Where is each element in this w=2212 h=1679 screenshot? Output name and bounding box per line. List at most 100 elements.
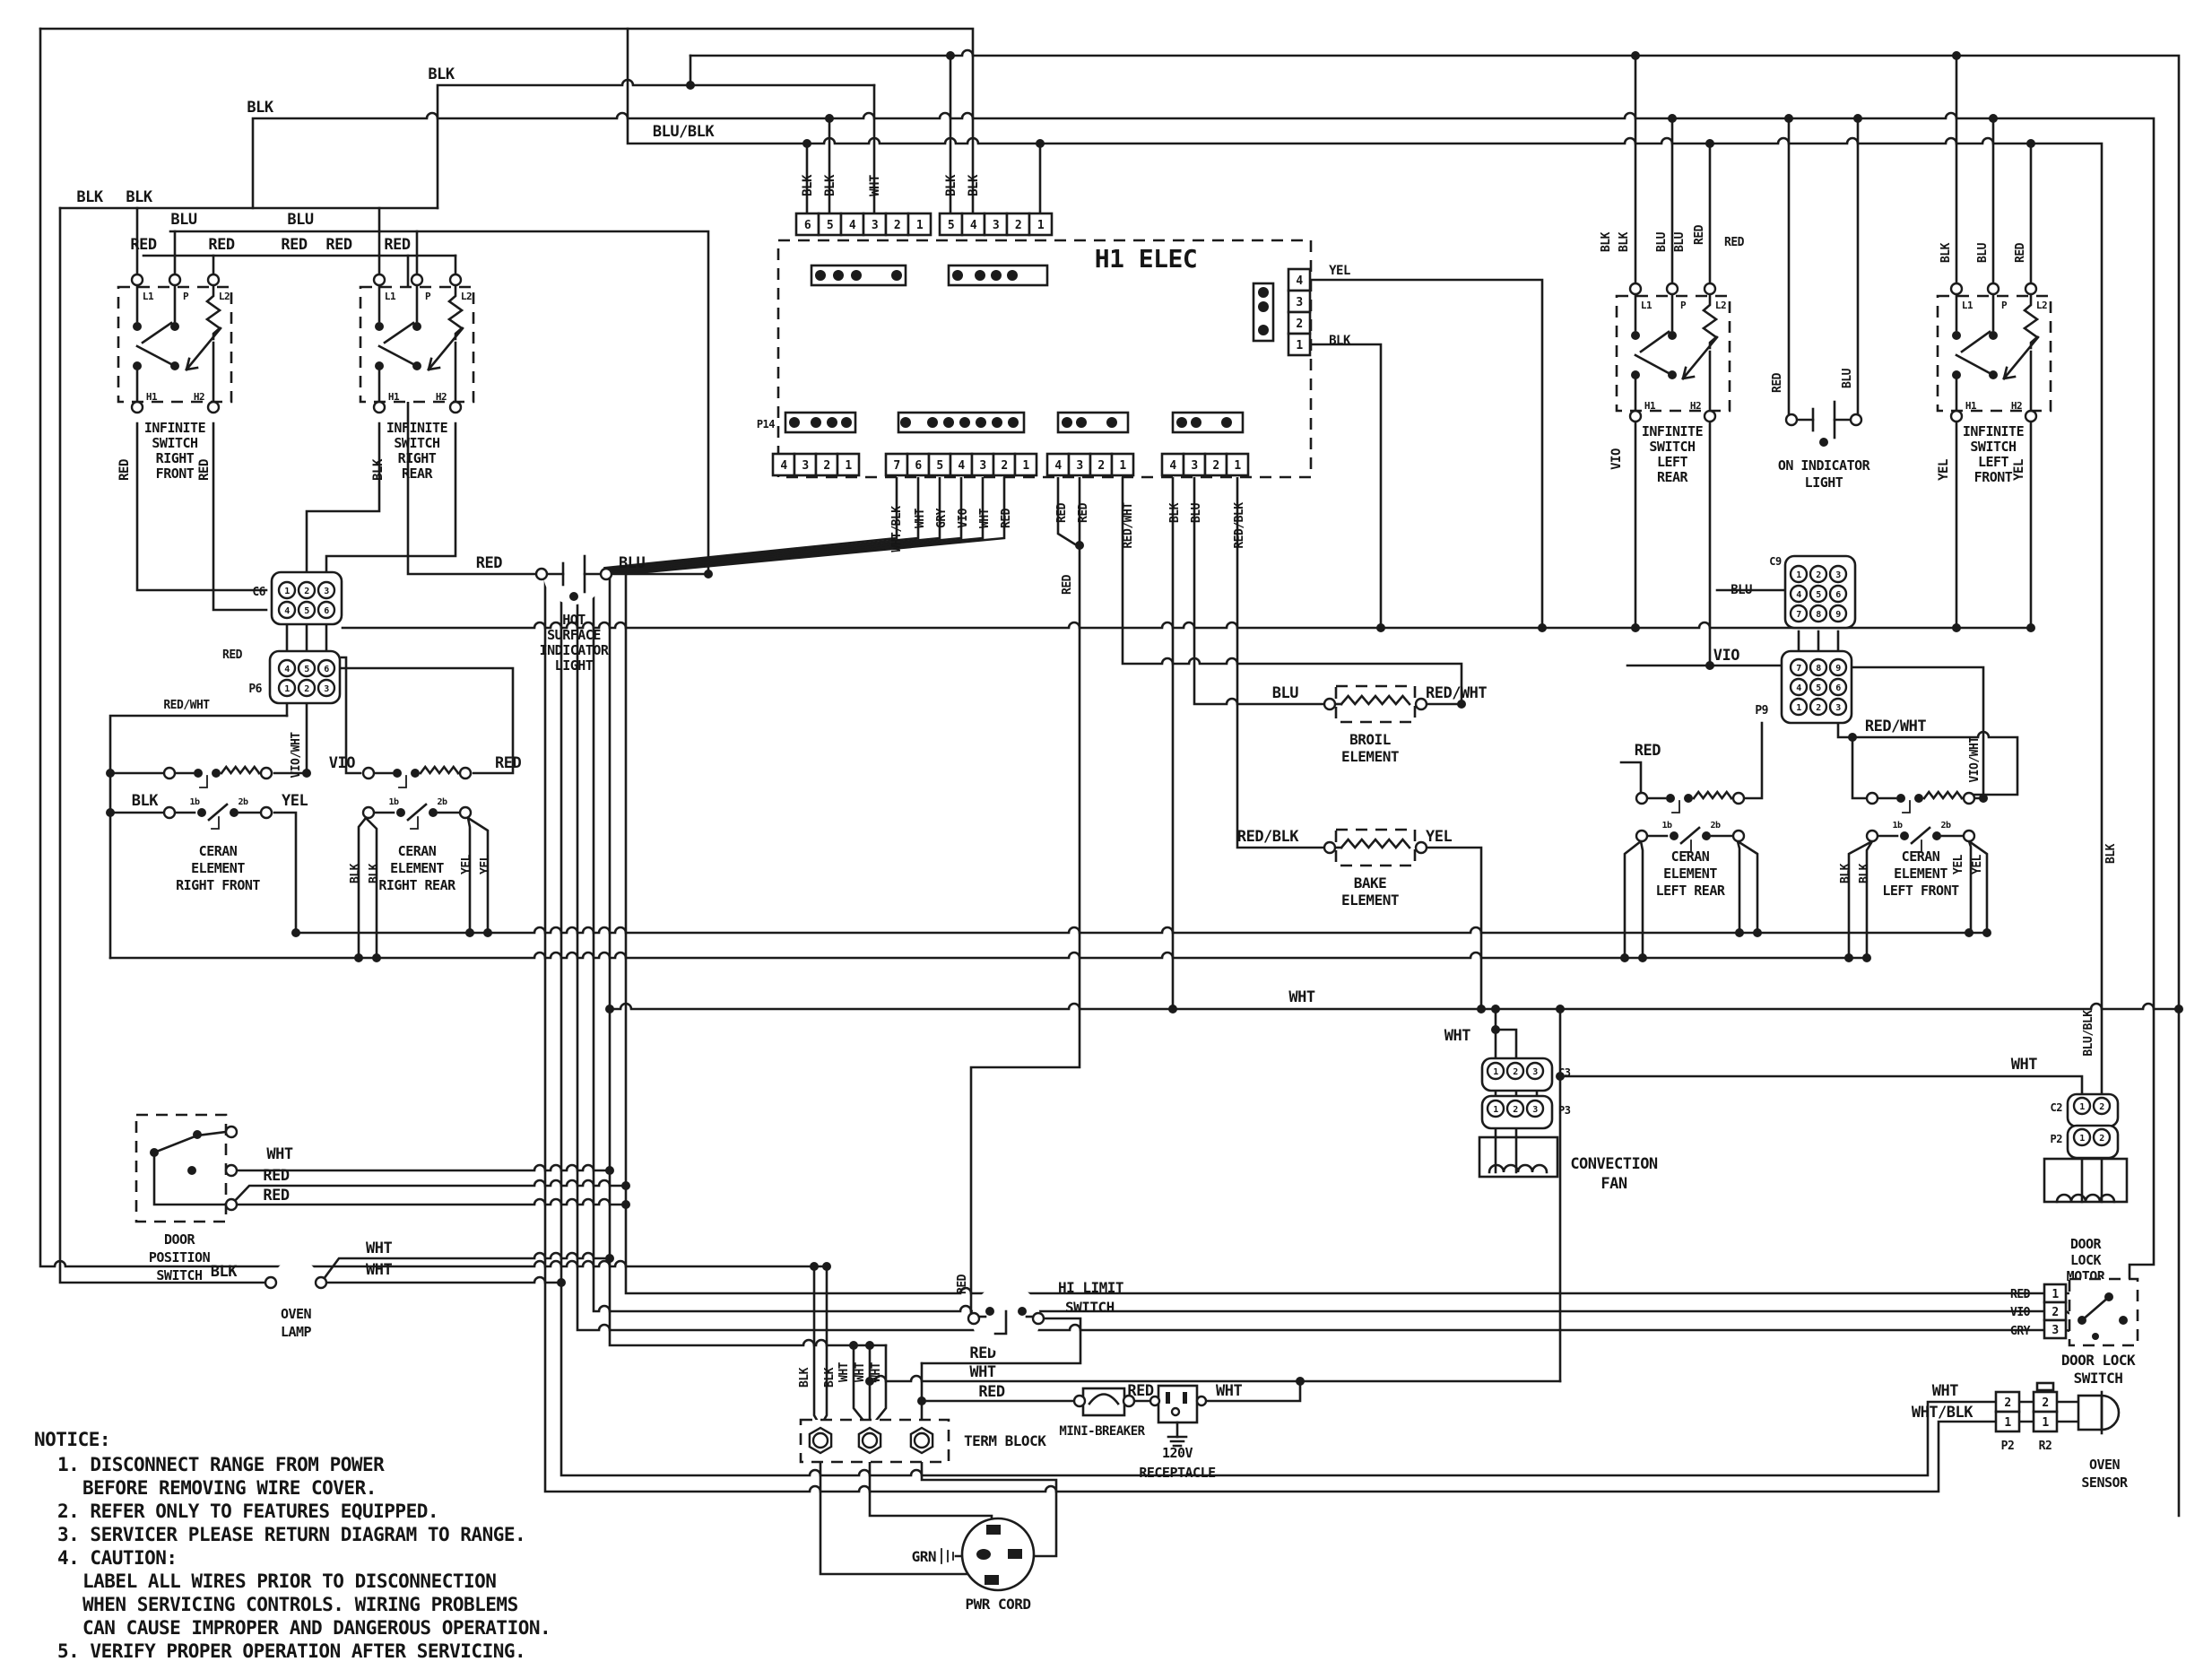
wire-label: RED/BLK bbox=[1233, 502, 1246, 549]
component-title: INFINITE bbox=[144, 420, 206, 436]
component-title: INDICATOR bbox=[540, 642, 610, 658]
component-title: SENSOR bbox=[2081, 1475, 2129, 1491]
junction-dot bbox=[291, 928, 300, 937]
pin-number: 3 bbox=[872, 219, 878, 232]
door-lock-motor bbox=[2043, 1157, 2129, 1204]
component-title: RIGHT bbox=[398, 450, 437, 466]
ceran-element-left-rear bbox=[1635, 789, 1746, 853]
wire-label: TERM BLOCK bbox=[964, 1432, 1046, 1449]
terminal-label: L2 bbox=[461, 291, 472, 302]
component-title: SWITCH bbox=[1970, 439, 2017, 455]
wire-label: C6 bbox=[252, 586, 265, 599]
junction-dot bbox=[1538, 623, 1547, 632]
connector-pin: 8 bbox=[1816, 610, 1821, 620]
wire-label: WHT/BLK bbox=[890, 506, 904, 552]
P8-plug bbox=[1252, 282, 1275, 343]
junction-dot bbox=[1631, 51, 1640, 60]
pin-number: 4 bbox=[780, 459, 787, 473]
wire-label: WHT bbox=[1444, 1027, 1470, 1045]
wire-label: RED bbox=[222, 648, 243, 662]
terminal-label: L2 bbox=[219, 291, 230, 302]
connector-pin: 1 bbox=[2079, 1102, 2085, 1112]
component-title: RIGHT FRONT bbox=[176, 877, 260, 893]
element-terminal-label: 1b bbox=[388, 797, 399, 807]
wire-label: WHT bbox=[978, 508, 992, 528]
P3-plug bbox=[1056, 411, 1130, 434]
junction-dot bbox=[1784, 114, 1793, 123]
pin-number: 3 bbox=[979, 459, 985, 473]
junction-dot bbox=[354, 953, 363, 962]
wire-label: BLK bbox=[1939, 242, 1953, 263]
junction-dot bbox=[810, 1262, 819, 1271]
wire-label: P2 bbox=[2051, 1133, 2063, 1145]
wire-label: RED/WHT bbox=[1865, 718, 1926, 735]
junction-dot bbox=[686, 81, 695, 90]
component-title: LIGHT bbox=[1805, 474, 1843, 491]
junction-dot bbox=[1477, 1005, 1486, 1013]
junction-dot bbox=[822, 1262, 831, 1271]
notice-line: 1. DISCONNECT RANGE FROM POWER bbox=[57, 1454, 385, 1475]
junction-dot bbox=[2174, 1005, 2183, 1013]
terminal-label: H2 bbox=[194, 391, 204, 403]
wire-label: RED bbox=[1061, 574, 1074, 595]
oven-lamp bbox=[264, 1259, 328, 1306]
wire-label: WHT bbox=[1932, 1382, 1958, 1400]
wire-label: BLK bbox=[349, 863, 362, 883]
component-title: SWITCH bbox=[156, 1267, 203, 1283]
pin-number: 1 bbox=[2042, 1416, 2049, 1430]
junction-dot bbox=[1457, 700, 1466, 709]
notice-line: 2. REFER ONLY TO FEATURES EQUIPPED. bbox=[57, 1501, 438, 1522]
wire-label: P6 bbox=[248, 683, 262, 696]
wire-label: BLU bbox=[1272, 684, 1298, 702]
element-terminal-label: 1b bbox=[1661, 821, 1672, 831]
P15-strip bbox=[938, 212, 1054, 237]
pin-number: 2 bbox=[1212, 459, 1219, 473]
wire-label: RED bbox=[495, 754, 521, 772]
pin-number: 3 bbox=[802, 459, 808, 473]
connector-pin: 2 bbox=[1816, 703, 1821, 713]
wire-label: BLU/BLK bbox=[653, 123, 715, 141]
notice-line: 4. CAUTION: bbox=[57, 1547, 178, 1569]
pin-number: 1 bbox=[2052, 1288, 2059, 1301]
component-title: CERAN bbox=[398, 843, 437, 859]
pin-number: 4 bbox=[1054, 459, 1062, 473]
pin-number: 3 bbox=[993, 219, 999, 232]
wire-label: RED bbox=[263, 1167, 289, 1185]
wire-label: BLK bbox=[1168, 502, 1182, 523]
wire-label: RED bbox=[2014, 242, 2027, 263]
wire-label: BLK bbox=[1839, 863, 1852, 883]
oven-sensor-R2-pins bbox=[2032, 1390, 2059, 1433]
P3-strip bbox=[1045, 452, 1135, 477]
P1-plug bbox=[897, 411, 1026, 434]
component-title: ON INDICATOR bbox=[1778, 457, 1871, 474]
wire-label: RED/WHT bbox=[1122, 502, 1135, 549]
component-title: LOCK bbox=[2070, 1252, 2102, 1268]
junction-dot bbox=[106, 808, 115, 817]
P2-strip bbox=[794, 212, 933, 237]
junction-dot bbox=[865, 1341, 874, 1350]
connector-pin: 4 bbox=[284, 606, 290, 616]
wire-label: BLU bbox=[287, 211, 313, 229]
wire-label: RED bbox=[969, 1344, 995, 1362]
terminal-label: L2 bbox=[1715, 300, 1726, 311]
terminal-label: L1 bbox=[143, 291, 154, 302]
wire-label: BLK bbox=[967, 174, 981, 196]
connector-pin: 2 bbox=[2099, 1134, 2104, 1144]
terminal-label: H1 bbox=[1965, 400, 1977, 412]
junction-dot bbox=[2026, 139, 2035, 148]
junction-dot bbox=[372, 953, 381, 962]
connector-pin: 3 bbox=[1835, 570, 1841, 580]
junction-dot bbox=[1848, 733, 1857, 742]
pin-number: 3 bbox=[1191, 459, 1197, 473]
terminal-label: H1 bbox=[1644, 400, 1656, 412]
connector-pin: 9 bbox=[1835, 610, 1841, 620]
wire-label: YEL bbox=[1971, 854, 1984, 874]
junction-dot bbox=[621, 1181, 630, 1190]
notice-line: WHEN SERVICING CONTROLS. WIRING PROBLEMS bbox=[82, 1594, 518, 1615]
connector-P9 bbox=[1780, 649, 1853, 725]
component-title: LEFT bbox=[1657, 454, 1688, 470]
element-terminal-label: 2b bbox=[238, 797, 248, 807]
wire-label: YEL bbox=[1952, 854, 1965, 874]
pin-number: 7 bbox=[893, 459, 899, 473]
components-layer: BLK BLK BLU RED RED BLU RED RED RED BLK BLK BLU/BLK… bbox=[34, 51, 2183, 1662]
